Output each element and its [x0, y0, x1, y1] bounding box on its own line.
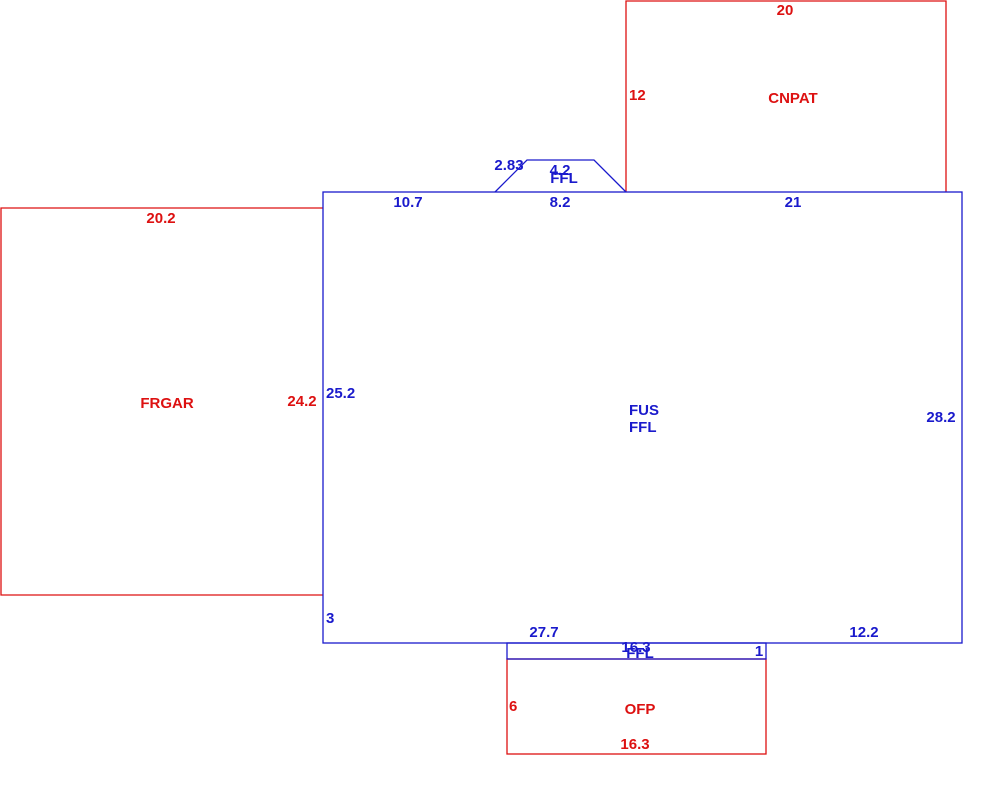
bay-bottom-dim-top: 16.3	[621, 639, 650, 656]
frgar-outline	[0, 207, 323, 596]
fus-dim-top-mid: 8.2	[550, 194, 571, 211]
area-fus: FUS FFL 10.7 8.2 21 25.2 28.2 3 27.7 12.…	[322, 191, 963, 644]
bay-bottom-label: FFL	[626, 645, 654, 662]
bay-top-outline	[494, 159, 627, 193]
cnpat-label: CNPAT	[768, 90, 817, 107]
cnpat-dim-top: 20	[777, 2, 794, 19]
area-bay-bottom: 16.3 FFL 1	[506, 639, 767, 662]
frgar-dim-top: 20.2	[146, 210, 175, 227]
fus-sublabel: FFL	[629, 419, 657, 436]
area-cnpat: CNPAT 20 12	[625, 0, 947, 192]
fus-dim-top-right: 21	[785, 194, 802, 211]
ofp-label: OFP	[625, 701, 656, 718]
bay-bottom-outline	[506, 642, 767, 660]
area-frgar: FRGAR 20.2 24.2	[0, 207, 323, 596]
bay-top-dim-top: 4.2	[550, 162, 571, 179]
area-bay-top: 2.83 4.2 FFL	[494, 157, 627, 193]
frgar-dim-right: 24.2	[287, 393, 316, 410]
bay-top-dim-diag: 2.83	[494, 157, 523, 174]
cnpat-outline	[625, 0, 947, 192]
frgar-label: FRGAR	[140, 395, 193, 412]
bay-top-label: FFL	[550, 170, 578, 187]
area-ofp: OFP 6 16.3	[506, 658, 767, 755]
ofp-dim-bottom: 16.3	[620, 736, 649, 753]
bay-bottom-dim-right: 1	[755, 643, 763, 660]
fus-dim-bottom-left: 27.7	[529, 624, 558, 641]
cnpat-dim-left: 12	[629, 87, 646, 104]
ofp-dim-left: 6	[509, 698, 517, 715]
fus-dim-left: 25.2	[326, 385, 355, 402]
fus-dim-left-lower: 3	[326, 610, 334, 627]
fus-dim-right: 28.2	[926, 409, 955, 426]
fus-label: FUS	[629, 402, 659, 419]
fus-dim-top-left: 10.7	[393, 194, 422, 211]
fus-dim-bottom-right: 12.2	[849, 624, 878, 641]
